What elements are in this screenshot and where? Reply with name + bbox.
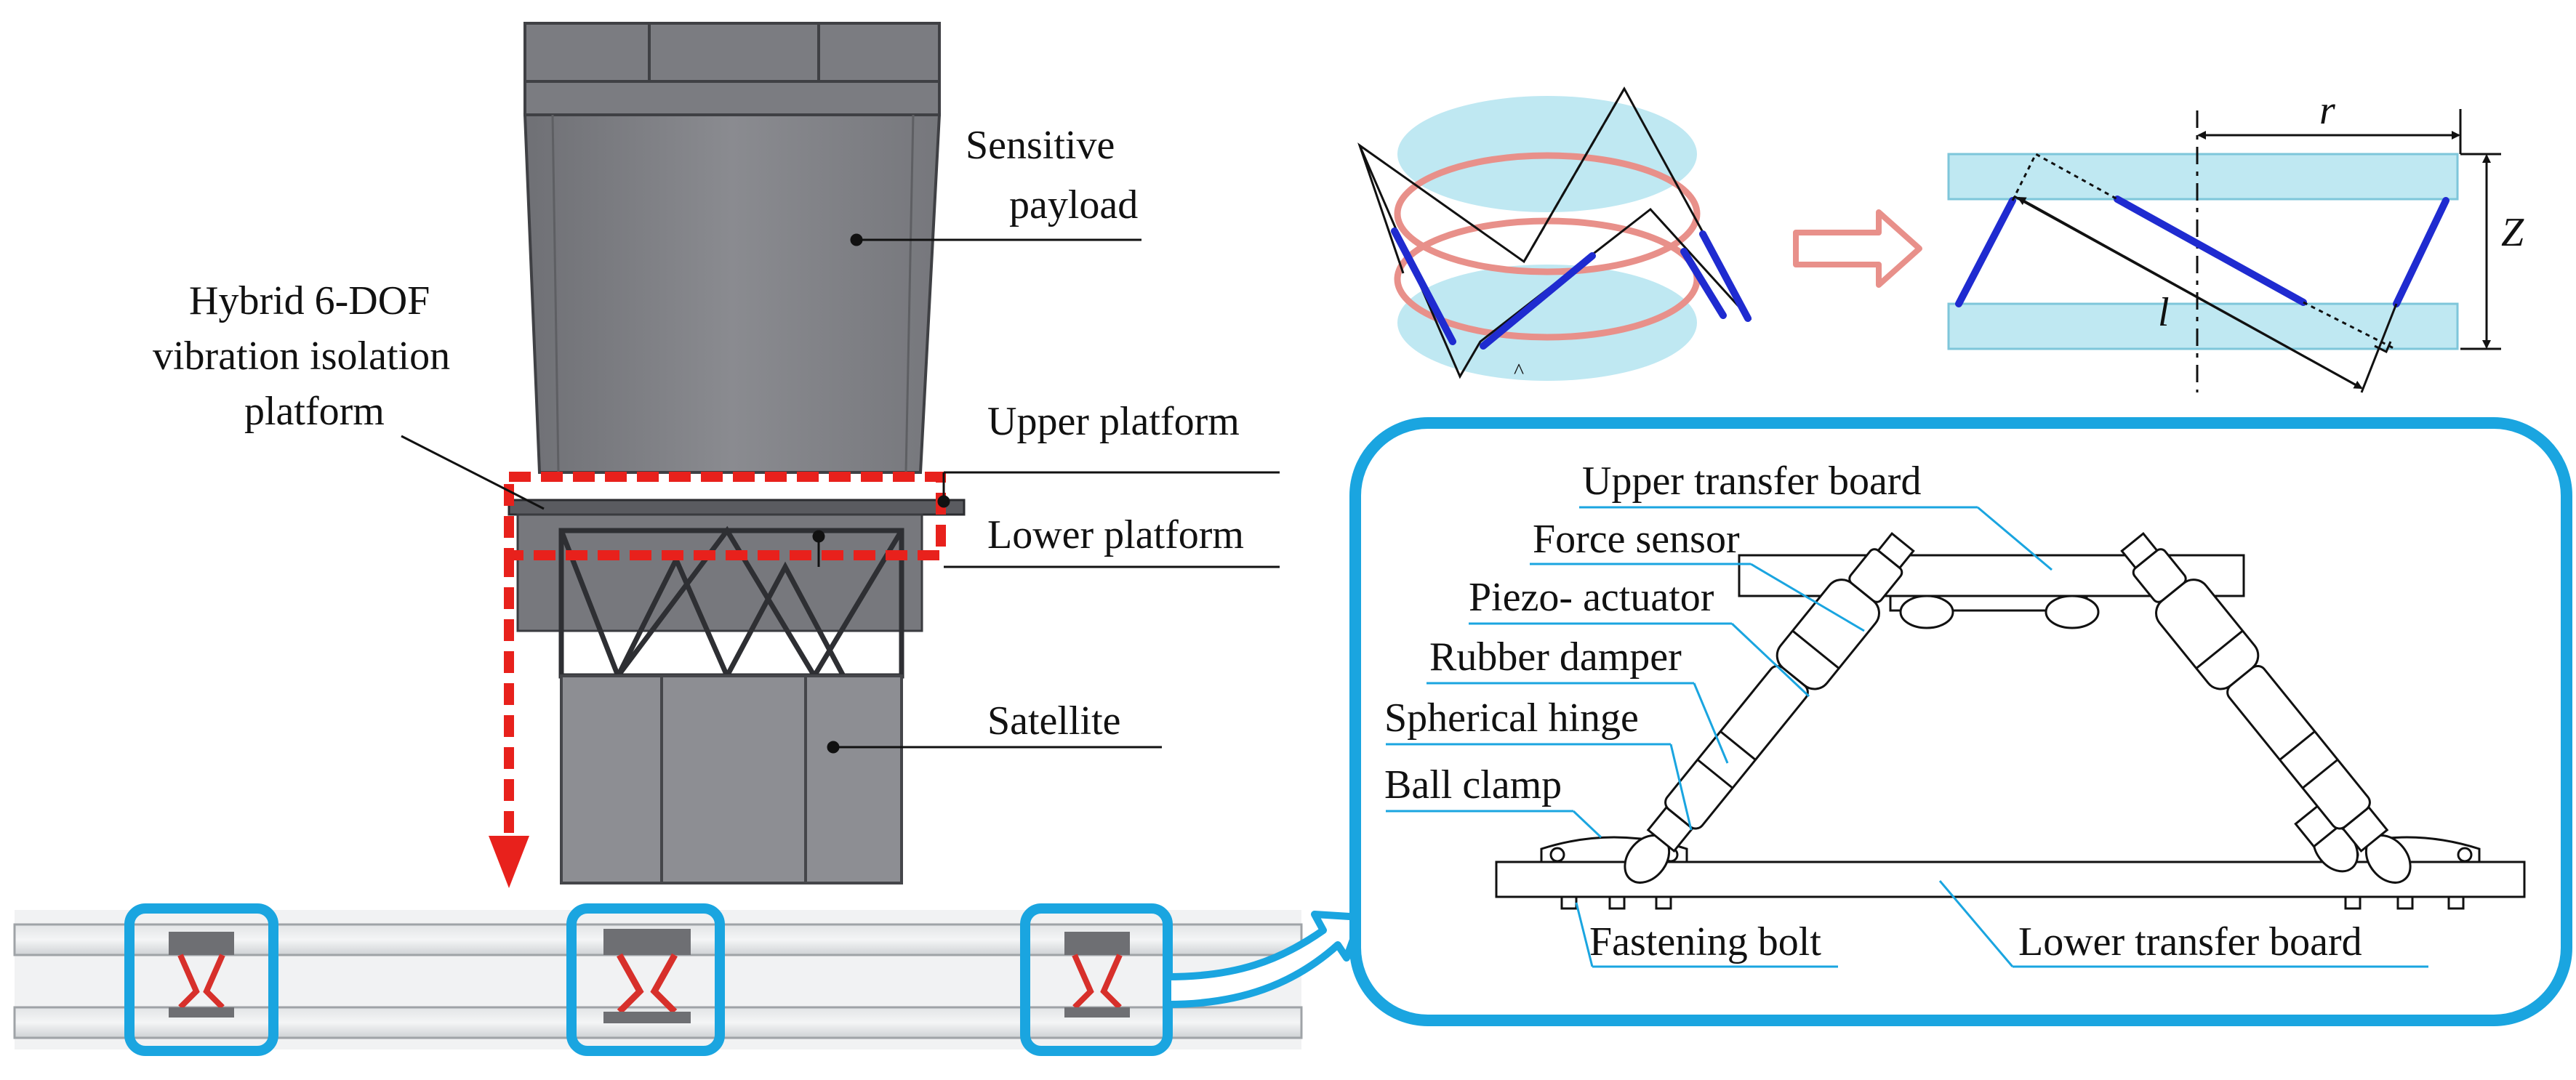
rail-highlight-2 — [566, 903, 725, 1056]
rail-mount-3 — [1064, 932, 1130, 1017]
fastening-bolt-label: Fastening bolt — [1589, 919, 1821, 964]
symbol-r: r — [2319, 88, 2335, 133]
symbol-l: l — [2158, 290, 2170, 335]
hybrid-platform-label-3: platform — [244, 389, 385, 434]
hexapod-3d-sketch: ^ — [1357, 86, 1752, 383]
rail-mount-1 — [169, 932, 234, 1017]
upper-platform-plate — [507, 499, 966, 516]
hybrid-platform-label-1: Hybrid 6-DOF — [189, 278, 430, 323]
sensitive-payload-body — [523, 113, 942, 474]
satellite-body — [560, 674, 903, 884]
left-leader-lines — [401, 233, 1280, 754]
detail-leader-lines — [1386, 506, 2428, 968]
detail-link-arrow — [1164, 911, 1365, 1008]
hybrid-platform-label-2: vibration isolation — [153, 334, 450, 379]
upper-transfer-board-label: Upper transfer board — [1582, 459, 1921, 504]
sensitive-payload-label-1: Sensitive — [966, 123, 1115, 168]
sensitive-payload-label-2: payload — [1009, 182, 1138, 227]
lower-transfer-board-label: Lower transfer board — [2018, 919, 2362, 964]
rail-mount-2 — [603, 929, 691, 1023]
transform-arrow — [1793, 209, 1922, 288]
symbol-z: Z — [2501, 210, 2524, 255]
rail-strip — [13, 903, 1303, 1056]
lower-platform-label: Lower platform — [987, 512, 1244, 557]
red-arrowhead — [489, 836, 529, 888]
spherical-hinge-label: Spherical hinge — [1384, 696, 1639, 741]
upper-platform-label: Upper platform — [987, 399, 1240, 444]
hexapod-detail-drawing — [1495, 532, 2526, 910]
ball-clamp-label: Ball clamp — [1384, 762, 1562, 807]
payload-assembly — [507, 22, 966, 884]
rail-highlight-1 — [124, 903, 278, 1056]
isolation-platform-highlight — [504, 472, 946, 560]
payload-top-cap — [523, 22, 941, 116]
force-sensor-label: Force sensor — [1533, 517, 1740, 562]
piezo-actuator-label: Piezo- actuator — [1469, 575, 1714, 620]
svg-text:^: ^ — [1514, 359, 1524, 383]
satellite-label: Satellite — [987, 698, 1121, 743]
hexapod-2d-schematic — [1947, 109, 2501, 393]
rubber-damper-label: Rubber damper — [1429, 634, 1682, 680]
